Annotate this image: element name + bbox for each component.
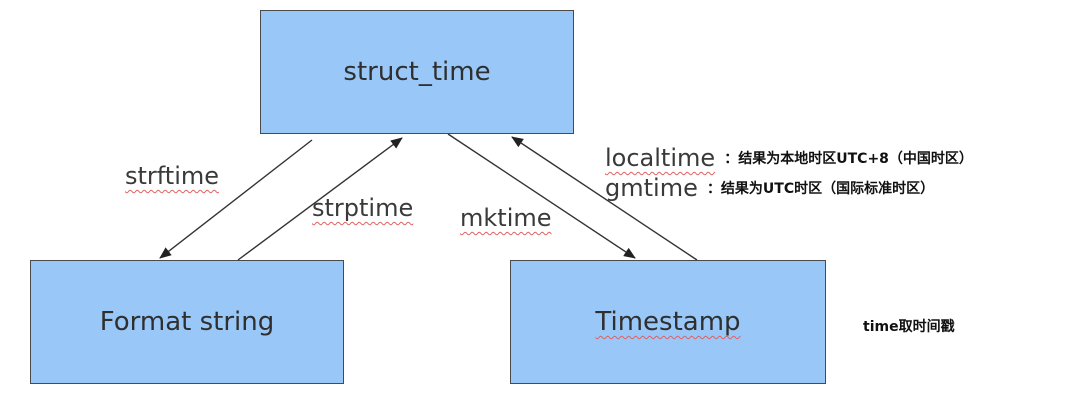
gmtime-note: ：结果为UTC时区（国际标准时区） [706,181,935,197]
edge-label-strptime: strptime [312,194,414,222]
arrow-strftime [159,139,313,259]
edge-label-strftime: strftime [125,162,220,190]
localtime-note: ：结果为本地时区UTC+8（中国时区） [724,151,973,167]
node-timestamp: Timestamp [510,260,826,384]
node-format-string-label: Format string [99,307,275,337]
timestamp-note: time取时间戳 [863,319,955,335]
gmtime-row: gmtime ：结果为UTC时区（国际标准时区） [605,176,934,200]
node-format-string: Format string [30,260,344,384]
node-struct-time: struct_time [260,10,574,134]
arrow-mktime [447,133,636,259]
arrow-strptime [237,137,403,261]
edge-label-localtime: localtime [605,144,716,172]
node-struct-time-label: struct_time [343,57,491,87]
localtime-row: localtime ：结果为本地时区UTC+8（中国时区） [605,146,973,170]
edge-label-gmtime: gmtime [605,174,698,202]
edge-label-mktime: mktime [460,204,552,232]
node-timestamp-label: Timestamp [595,307,741,337]
arrow-localtime-gmtime [511,136,698,261]
